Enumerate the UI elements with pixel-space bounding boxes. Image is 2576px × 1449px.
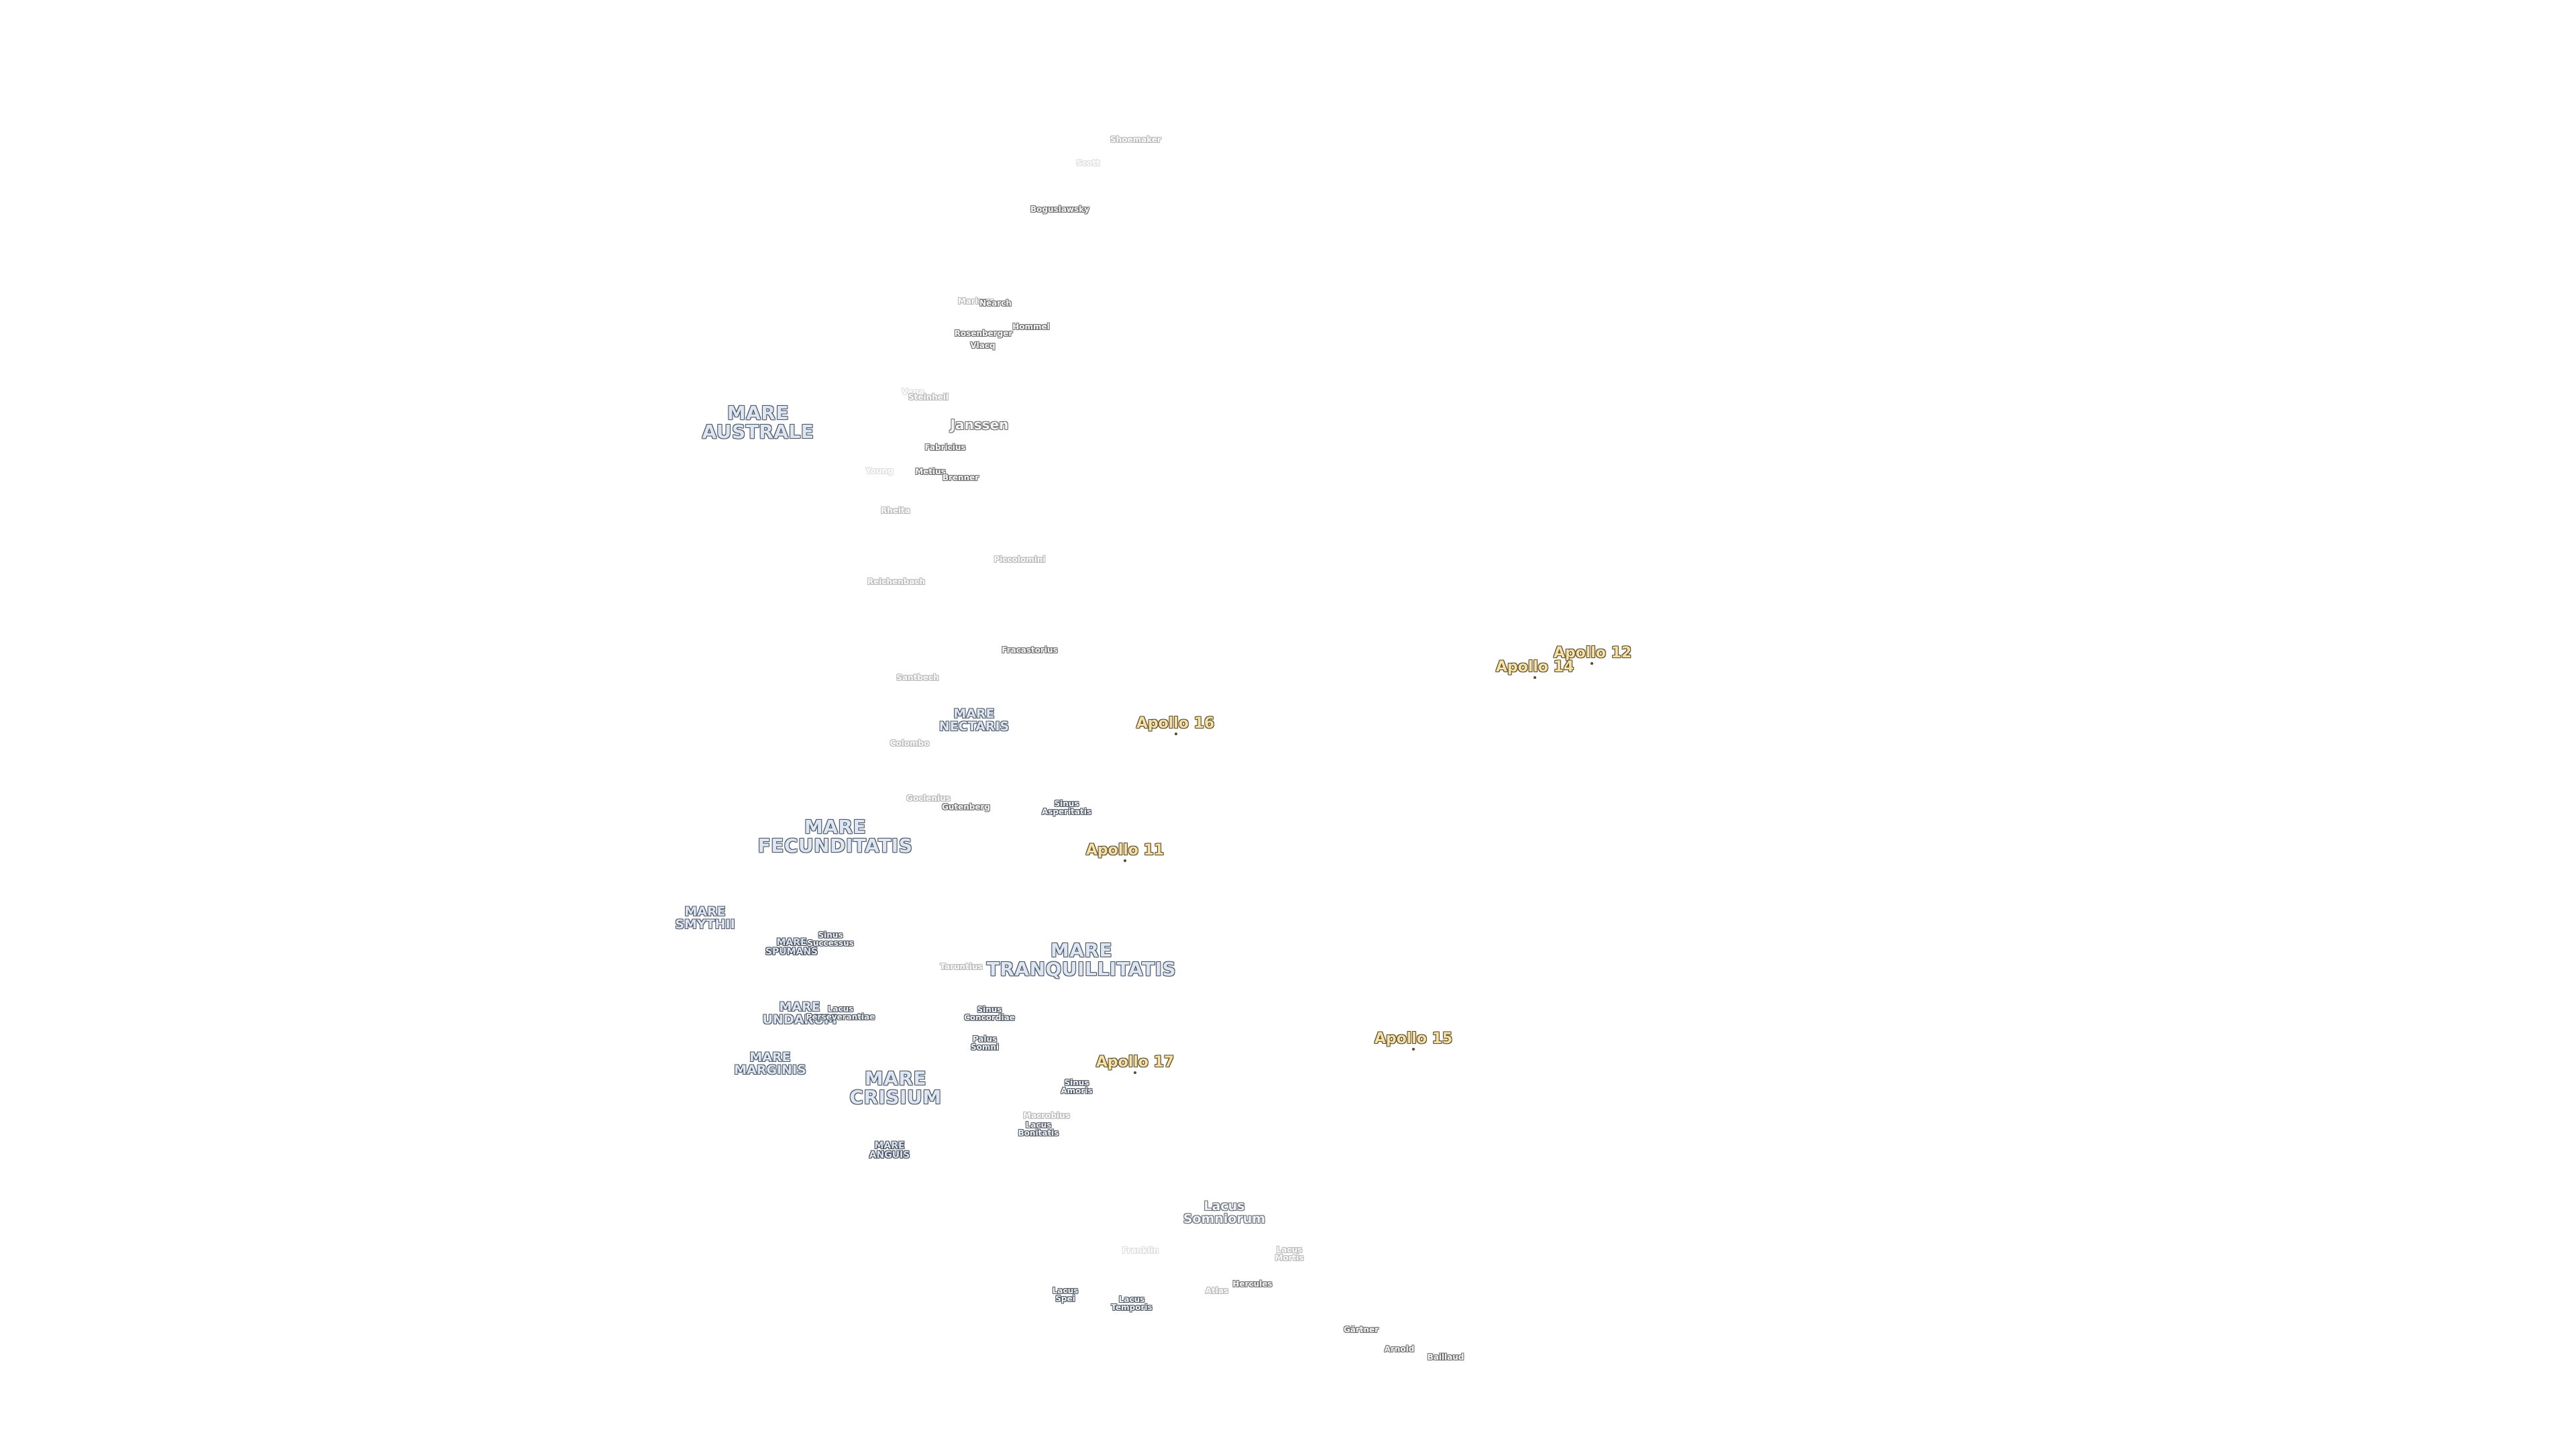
apollo-14-site-marker xyxy=(1534,676,1536,679)
label-mare-smythii: MARE SMYTHII xyxy=(675,904,735,932)
label-crater-janssen: Janssen xyxy=(950,417,1009,433)
label-apollo-14: Apollo 14 xyxy=(1495,659,1574,676)
label-apollo-17: Apollo 17 xyxy=(1095,1054,1175,1071)
label-mare-undarum: MARE UNDARUM xyxy=(762,1000,837,1027)
label-crater-baillaud: Baillaud xyxy=(1427,1352,1464,1362)
label-crater-macrobius: Macrobius xyxy=(1023,1111,1070,1120)
label-crater-rheita: Rheita xyxy=(881,506,910,515)
label-crater-nearch: Nearch xyxy=(979,299,1012,308)
label-mare-spumans: MARE SPUMANS xyxy=(765,937,818,957)
label-crater-franklin: Franklin xyxy=(1122,1246,1159,1255)
label-crater-colombo: Colombo xyxy=(890,739,930,748)
label-crater-atlas: Atlas xyxy=(1205,1286,1229,1295)
label-crater-boguslawsky: Boguslawsky xyxy=(1030,205,1089,214)
label-sinus-asperitatis: Sinus Asperitatis xyxy=(1041,799,1092,816)
label-mare-marginis: MARE MARGINIS xyxy=(734,1050,806,1077)
label-crater-marinus: Marinus xyxy=(957,297,995,306)
label-crater-fracastorius: Fracastorius xyxy=(1002,645,1058,655)
label-mare-crisium: MARE CRISIUM xyxy=(849,1067,942,1108)
label-lacus-perseverantiae: Lacus Perseverantiae xyxy=(806,1004,875,1022)
label-sinus-concordiae: Sinus Concordiae xyxy=(964,1005,1015,1022)
label-crater-gutenberg: Gutenberg xyxy=(941,802,991,812)
label-crater-stoefler: Steinheil xyxy=(908,392,949,402)
label-mare-anguis: MARE ANGUIS xyxy=(869,1140,910,1161)
apollo-16-site-marker xyxy=(1175,733,1177,735)
label-sinus-amoris: Sinus Amoris xyxy=(1061,1078,1093,1095)
label-crater-hercules: Hercules xyxy=(1232,1279,1273,1289)
apollo-15-site-marker xyxy=(1412,1048,1415,1051)
label-crater-scott: Scott xyxy=(1076,158,1100,168)
apollo-17-site-marker xyxy=(1134,1071,1136,1074)
label-mare-australe: MARE AUSTRALE xyxy=(702,402,814,443)
apollo-11-site-marker xyxy=(1124,859,1126,862)
label-crater-reichenbach: Reichenbach xyxy=(867,577,926,586)
label-crater-metius: Metius xyxy=(915,467,946,476)
label-mare-tranquillitatis: MARE TRANQUILLITATIS xyxy=(986,939,1177,980)
label-lacus-temporis: Lacus Temporis xyxy=(1111,1295,1152,1312)
label-crater-piccolomini: Piccolomini xyxy=(994,555,1046,564)
label-apollo-11: Apollo 11 xyxy=(1085,842,1165,859)
label-mare-nectaris: MARE NECTARIS xyxy=(938,706,1010,734)
label-crater-taruntius: Taruntius xyxy=(940,962,983,971)
label-apollo-12: Apollo 12 xyxy=(1553,645,1632,661)
label-lacus-somniorum: Lacus Somniorum xyxy=(1183,1199,1266,1226)
label-palus-somni: Palus Somni xyxy=(970,1034,1000,1052)
label-crater-hommel: Hommel xyxy=(1012,322,1050,331)
label-crater-young: Young xyxy=(865,466,894,476)
label-lacus-mortis: Lacus Mortis xyxy=(1275,1245,1304,1263)
label-crater-shoemaker: Shoemaker xyxy=(1110,135,1161,144)
label-crater-gartner: Gärtner xyxy=(1343,1325,1379,1334)
label-mare-fecunditatis: MARE FECUNDITATIS xyxy=(757,816,913,857)
label-crater-goclenius: Goclenius xyxy=(906,794,951,803)
label-crater-santbech: Santbech xyxy=(896,673,939,682)
label-crater-rosenberger: Rosenberger xyxy=(954,329,1013,338)
label-lacus-bonitatis: Lacus Bonitatis xyxy=(1018,1120,1059,1138)
label-crater-vega: Vega xyxy=(902,387,924,396)
label-crater-arnold: Arnold xyxy=(1384,1344,1415,1354)
label-apollo-15: Apollo 15 xyxy=(1374,1030,1453,1047)
label-crater-fabricius: Fabricius xyxy=(924,443,966,452)
label-apollo-16: Apollo 16 xyxy=(1136,715,1215,732)
label-sinus-successus: Sinus Successus xyxy=(807,930,854,948)
apollo-12-site-marker xyxy=(1591,662,1593,665)
label-crater-vlacq: Vlacq xyxy=(970,341,996,350)
label-crater-brenner: Brenner xyxy=(942,473,979,482)
label-lacus-spei: Lacus Spei xyxy=(1052,1286,1079,1303)
